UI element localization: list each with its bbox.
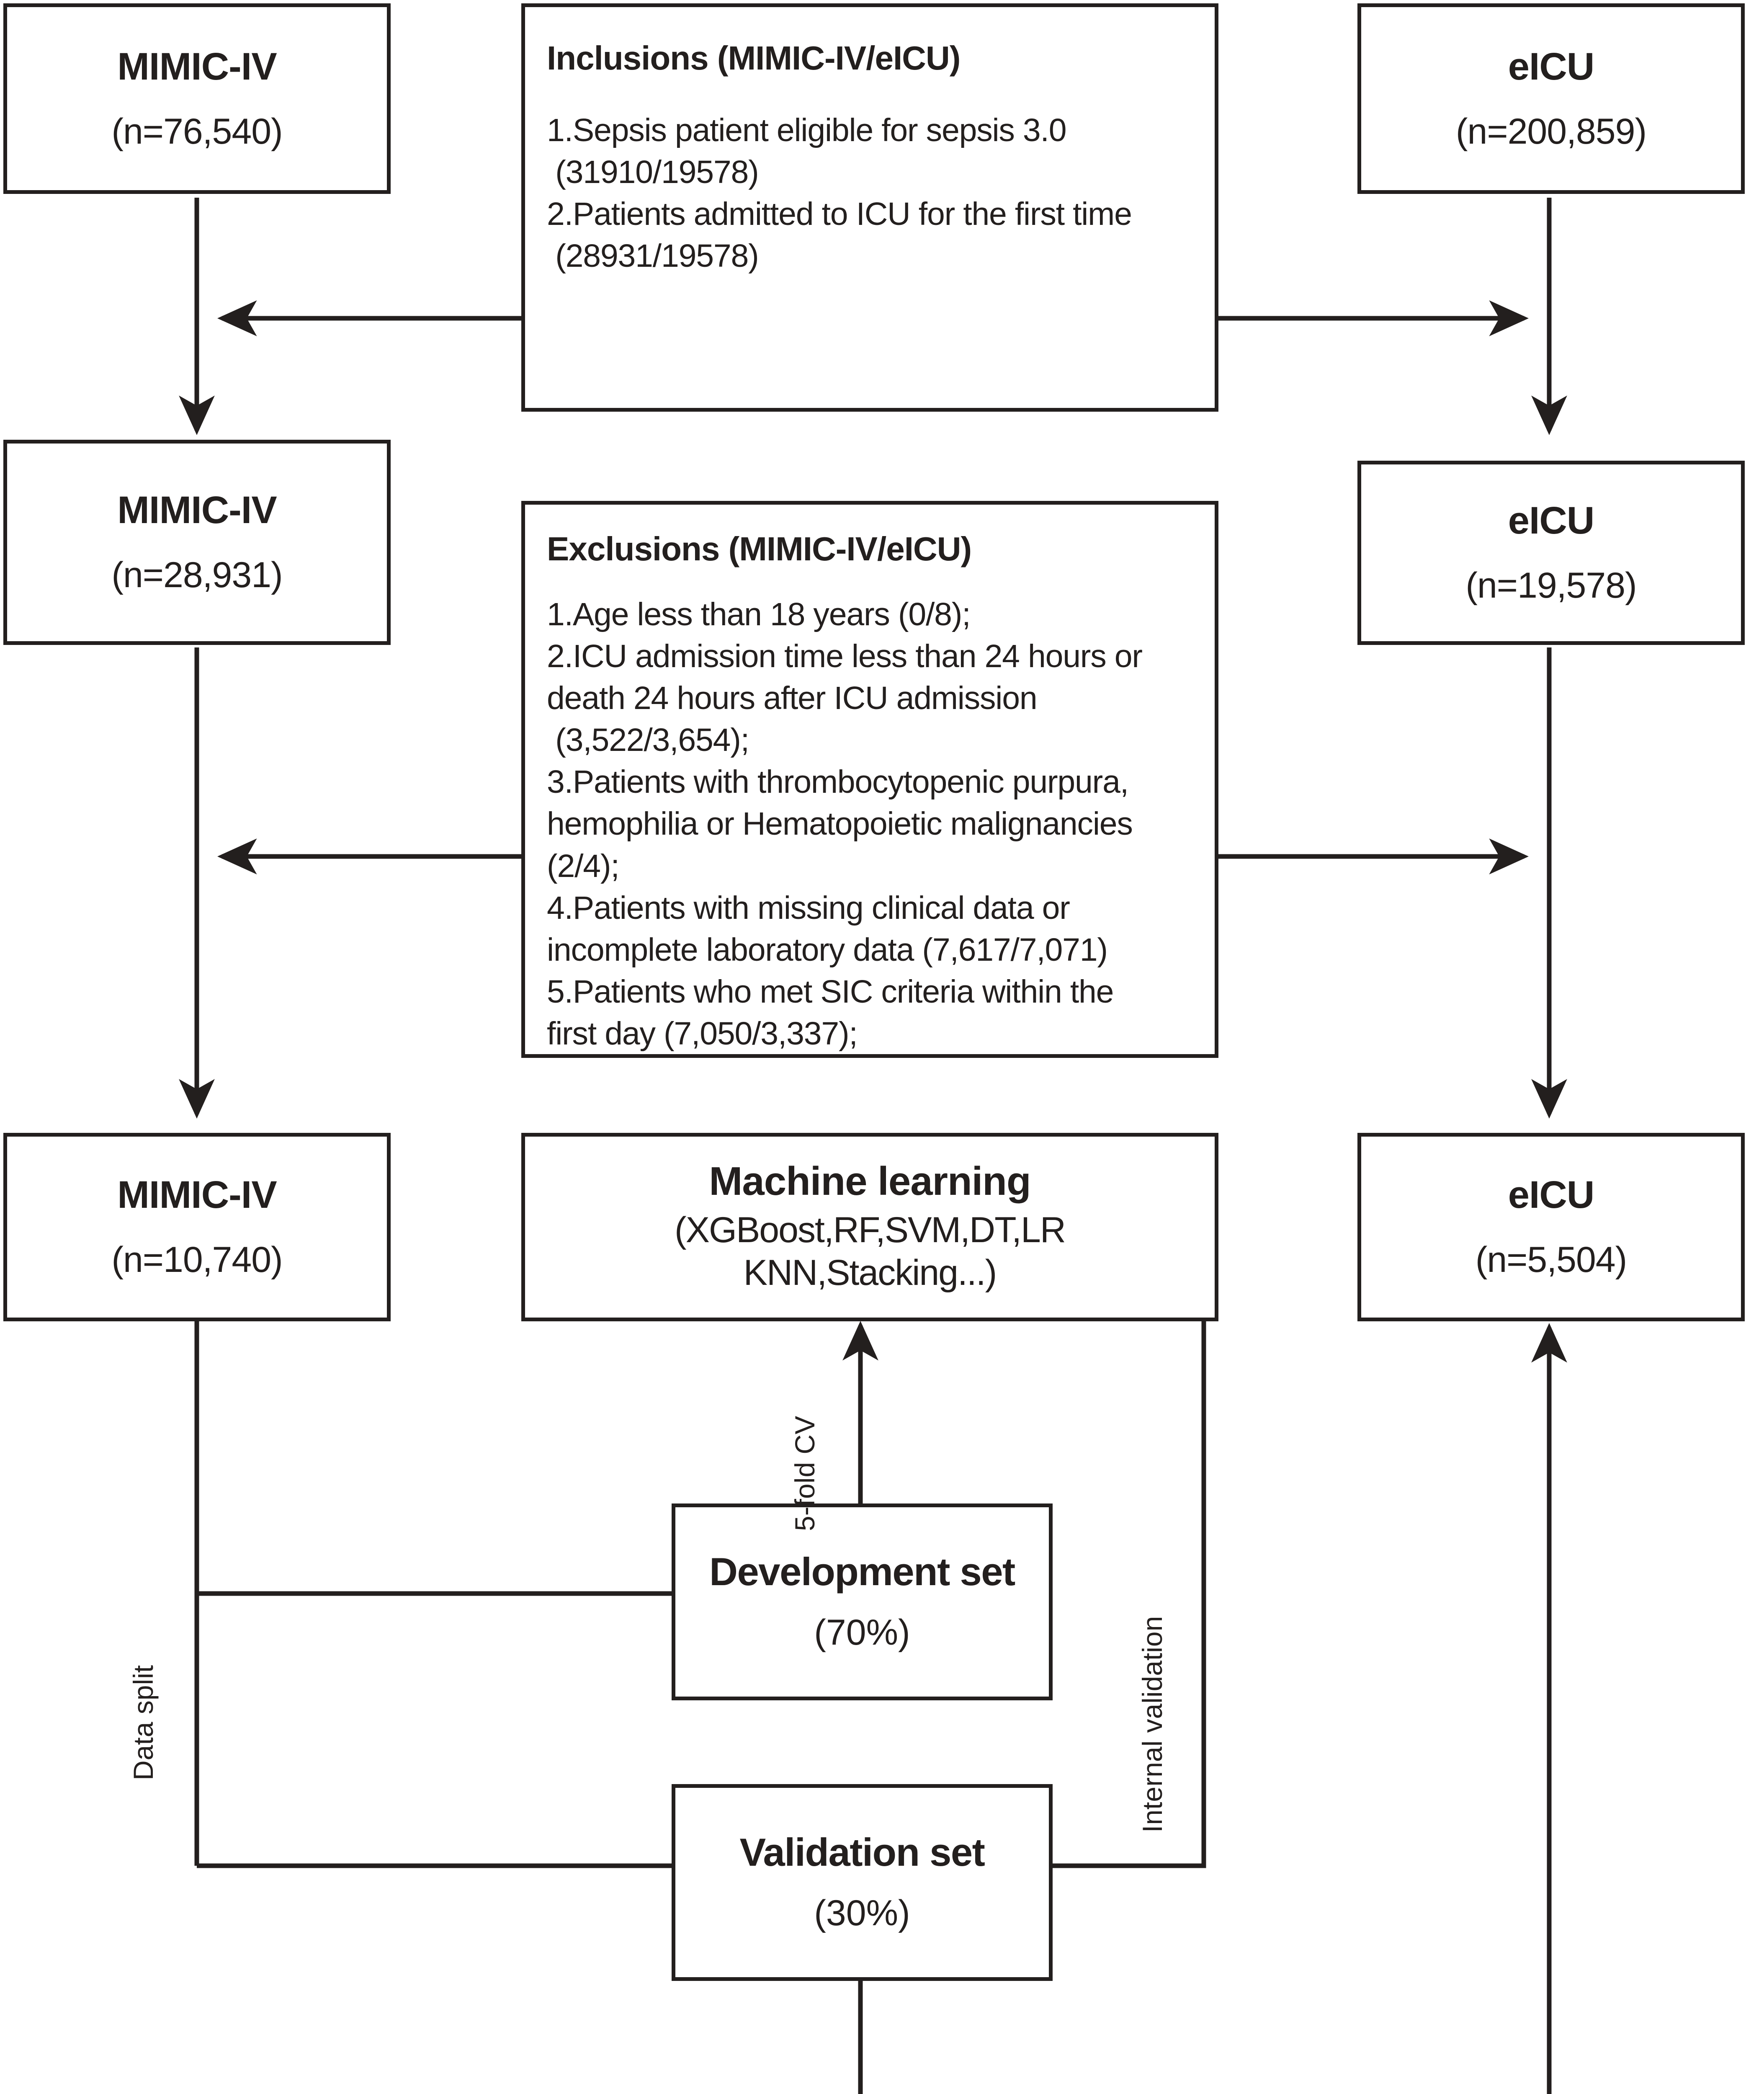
exclusions-item-1: 1.Age less than 18 years (0/8); [547, 596, 971, 632]
mimic-final-count: (n=10,740) [111, 1240, 283, 1280]
box-validation-set[interactable]: Validation set (30%) [672, 1784, 1053, 1981]
eicu-initial-count: (n=200,859) [1455, 111, 1647, 152]
mimic-final-title: MIMIC-IV [117, 1173, 277, 1217]
panel-exclusions[interactable]: Exclusions (MIMIC-IV/eICU) 1.Age less th… [521, 501, 1218, 1058]
box-eicu-included[interactable]: eICU (n=19,578) [1357, 461, 1745, 645]
machine-learning-algorithms-line1: (XGBoost,RF,SVM,DT,LR [675, 1210, 1066, 1251]
development-set-percent: (70%) [814, 1612, 910, 1653]
edge-label-5-fold-cv: 5-fold CV [789, 1416, 820, 1531]
exclusions-item-3: 3.Patients with thrombocytopenic purpura… [547, 764, 1133, 884]
inclusions-list: 1.Sepsis patient eligible for sepsis 3.0… [547, 109, 1132, 277]
inclusions-heading: Inclusions (MIMIC-IV/eICU) [547, 39, 961, 77]
mimic-included-count: (n=28,931) [111, 555, 283, 596]
box-mimic-included[interactable]: MIMIC-IV (n=28,931) [3, 440, 391, 645]
exclusions-item-5: 5.Patients who met SIC criteria within t… [547, 973, 1114, 1052]
box-development-set[interactable]: Development set (70%) [672, 1503, 1053, 1700]
mimic-initial-count: (n=76,540) [111, 111, 283, 152]
box-mimic-initial[interactable]: MIMIC-IV (n=76,540) [3, 3, 391, 194]
eicu-initial-title: eICU [1508, 45, 1595, 88]
exclusions-item-2: 2.ICU admission time less than 24 hours … [547, 638, 1143, 758]
box-machine-learning[interactable]: Machine learning (XGBoost,RF,SVM,DT,LR K… [521, 1133, 1218, 1321]
exclusions-list: 1.Age less than 18 years (0/8); 2.ICU ad… [547, 593, 1143, 1055]
mimic-initial-title: MIMIC-IV [117, 45, 277, 88]
machine-learning-algorithms-line2: KNN,Stacking...) [743, 1252, 997, 1293]
box-mimic-final[interactable]: MIMIC-IV (n=10,740) [3, 1133, 391, 1321]
box-eicu-final[interactable]: eICU (n=5,504) [1357, 1133, 1745, 1321]
box-eicu-initial[interactable]: eICU (n=200,859) [1357, 3, 1745, 194]
machine-learning-title: Machine learning [709, 1158, 1031, 1204]
mimic-included-title: MIMIC-IV [117, 489, 277, 532]
exclusions-item-4: 4.Patients with missing clinical data or… [547, 890, 1108, 968]
validation-set-percent: (30%) [814, 1893, 910, 1934]
eicu-included-count: (n=19,578) [1465, 565, 1637, 606]
edge-label-internal-validation: Internal validation [1137, 1616, 1168, 1833]
validation-set-title: Validation set [739, 1830, 985, 1875]
inclusions-item-2: 2.Patients admitted to ICU for the first… [547, 196, 1132, 274]
development-set-title: Development set [709, 1550, 1015, 1594]
eicu-final-title: eICU [1508, 1173, 1595, 1217]
exclusions-heading: Exclusions (MIMIC-IV/eICU) [547, 530, 972, 567]
panel-inclusions[interactable]: Inclusions (MIMIC-IV/eICU) 1.Sepsis pati… [521, 3, 1218, 412]
edge-external-validation [1531, 1323, 1567, 2094]
edge-label-data-split: Data split [128, 1665, 159, 1780]
inclusions-item-1: 1.Sepsis patient eligible for sepsis 3.0… [547, 112, 1067, 191]
eicu-final-count: (n=5,504) [1475, 1240, 1628, 1280]
eicu-included-title: eICU [1508, 499, 1595, 542]
